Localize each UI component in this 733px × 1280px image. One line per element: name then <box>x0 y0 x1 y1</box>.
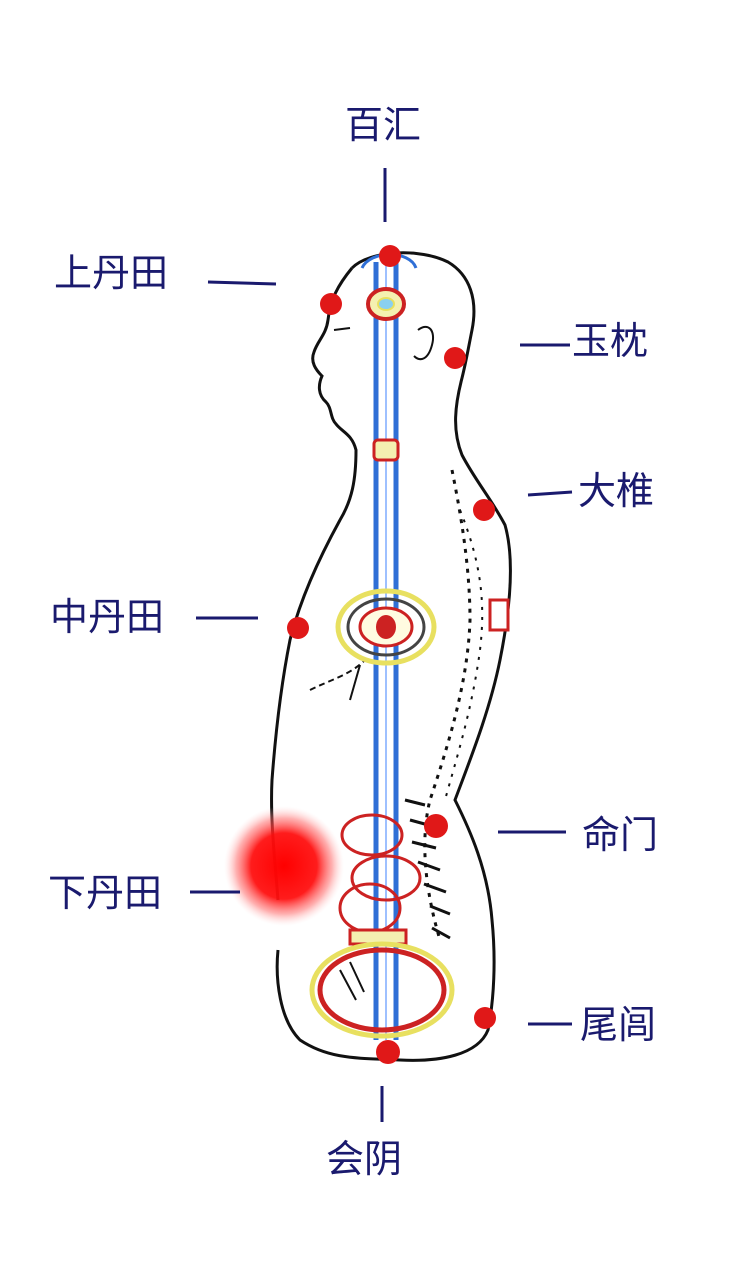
label-upper-dantian: 上丹田 <box>54 251 169 295</box>
pelvic-hatching <box>339 961 365 1001</box>
back-marker <box>488 598 510 632</box>
baihui-point <box>379 245 401 267</box>
lower-dantian-glow <box>224 806 344 926</box>
middle-dantian-core <box>376 615 396 639</box>
spine-line-inner <box>444 509 484 801</box>
label-baihui: 百汇 <box>345 103 422 147</box>
label-weilu: 尾闾 <box>580 1003 657 1047</box>
pelvic-ring-red <box>317 947 447 1033</box>
middle-dantian-outer-ring <box>335 588 437 666</box>
label-yuzhen: 玉枕 <box>572 319 649 363</box>
eye-detail <box>333 327 351 331</box>
label-dazhui: 大椎 <box>578 469 655 513</box>
ear-outline <box>413 325 434 361</box>
vertebra-detail <box>404 798 451 940</box>
upper-dantian-leader <box>207 280 277 286</box>
throat-marker <box>372 438 400 462</box>
arm-detail <box>309 659 366 691</box>
body-outline <box>275 251 512 1062</box>
spine-line <box>423 469 472 941</box>
front-outline <box>270 267 358 901</box>
huiyin-point <box>376 1040 400 1064</box>
dazhui-leader <box>527 490 573 497</box>
abdomen-ring-1 <box>340 813 404 857</box>
abdomen-ring-2 <box>350 854 422 902</box>
chest-detail <box>349 664 361 701</box>
label-mingmen: 命门 <box>582 813 659 857</box>
label-middle-dantian: 中丹田 <box>50 595 165 639</box>
mingmen-point <box>424 814 448 838</box>
chest-point <box>287 617 309 639</box>
upper-dantian-core <box>377 297 395 311</box>
forehead-point <box>320 293 342 315</box>
yuzhen-point <box>444 347 466 369</box>
pelvic-ring-yellow <box>309 941 455 1039</box>
weilu-point <box>474 1007 496 1029</box>
dazhui-point <box>473 499 495 521</box>
label-lower-dantian: 下丹田 <box>48 871 163 915</box>
middle-dantian-mid-ring <box>346 597 426 657</box>
label-huiyin: 会阴 <box>326 1137 403 1181</box>
abdomen-ring-3 <box>338 882 402 934</box>
